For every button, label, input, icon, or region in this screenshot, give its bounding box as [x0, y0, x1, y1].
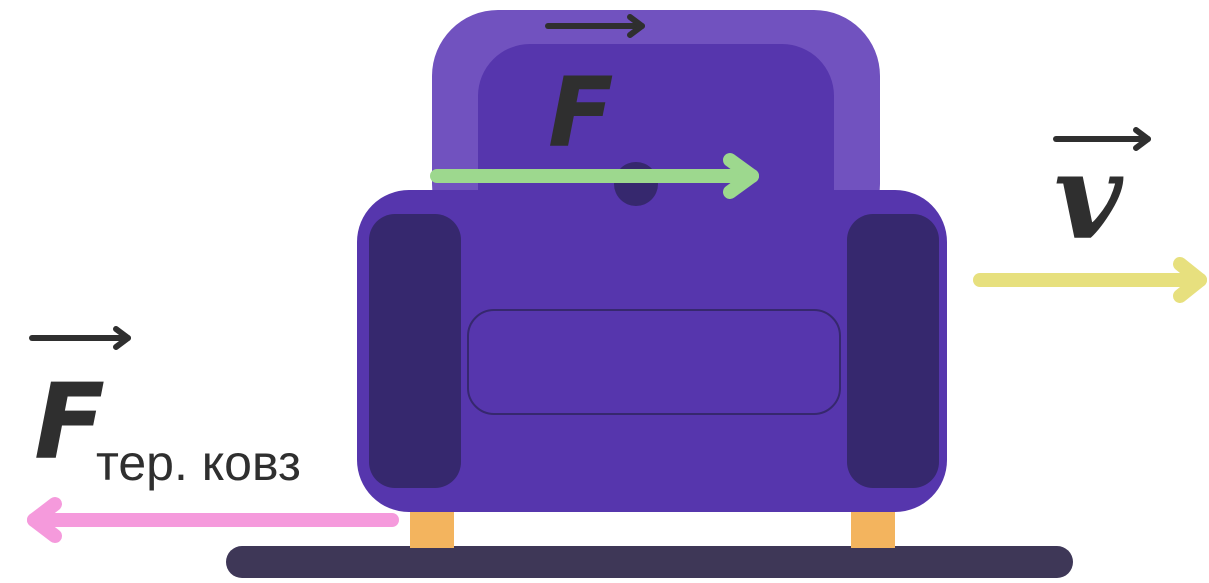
- velocity-symbol: v: [1054, 127, 1124, 266]
- chair-leg-right: [851, 510, 895, 548]
- chair-leg-left: [410, 510, 454, 548]
- friction-force-arrow: [34, 504, 392, 536]
- friction-force-vector-arrow-icon: [32, 329, 128, 347]
- velocity-arrow: [980, 264, 1200, 296]
- friction-force-subscript: тер. ковз: [96, 435, 301, 491]
- floor: [226, 546, 1073, 578]
- friction-force-symbol: F: [34, 361, 105, 483]
- chair-armrest-left: [369, 214, 461, 488]
- chair-button: [614, 162, 658, 206]
- applied-force-symbol: F: [548, 57, 614, 169]
- chair-armrest-right: [847, 214, 939, 488]
